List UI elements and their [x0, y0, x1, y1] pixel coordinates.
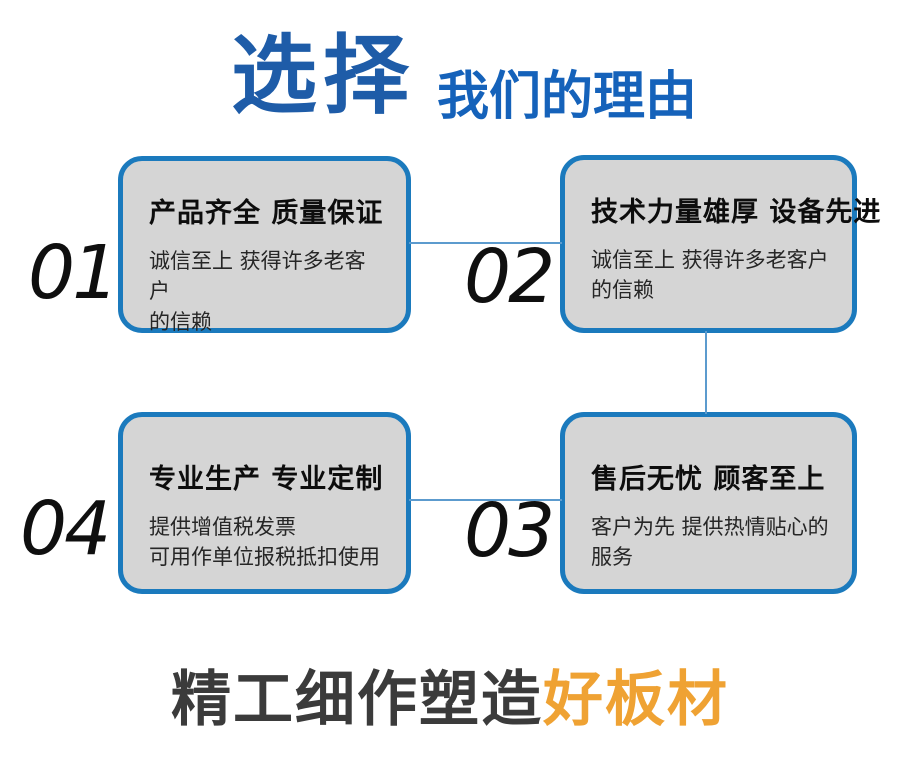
connector-line-01-02	[409, 242, 562, 244]
connector-line-02-03	[705, 331, 707, 414]
header-title-subtitle: 我们的理由	[437, 67, 698, 127]
feature-card-04: 专业生产 专业定制 提供增值税发票 可用作单位报税抵扣使用	[118, 412, 411, 594]
feature-card-02: 技术力量雄厚 设备先进 诚信至上 获得许多老客户 的信赖	[560, 155, 882, 333]
page-header: 选择 我们的理由	[231, 26, 697, 127]
header-title-main: 选择	[231, 26, 415, 127]
card-03-number: 03	[464, 488, 555, 574]
card-01-body: 诚信至上 获得许多老客户 的信赖	[149, 249, 366, 334]
feature-card-03: 售后无忧 顾客至上 客户为先 提供热情贴心的 服务	[560, 412, 857, 594]
card-02-title: 技术力量雄厚 设备先进	[591, 197, 882, 228]
card-01-number: 01	[28, 230, 119, 316]
tagline-accent-text: 好板材	[543, 665, 729, 735]
card-04-title: 专业生产 专业定制	[149, 464, 384, 495]
card-01-title: 产品齐全 质量保证	[149, 198, 384, 229]
tagline-dark-text: 精工细作塑造	[171, 665, 543, 735]
card-04-body: 提供增值税发票 可用作单位报税抵扣使用	[149, 515, 380, 570]
card-03-title: 售后无忧 顾客至上	[591, 464, 826, 495]
feature-card-01: 产品齐全 质量保证 诚信至上 获得许多老客户 的信赖	[118, 156, 411, 334]
connector-line-04-03	[409, 499, 562, 501]
card-03-body: 客户为先 提供热情贴心的 服务	[591, 515, 829, 570]
card-02-number: 02	[464, 234, 555, 320]
card-02-body: 诚信至上 获得许多老客户 的信赖	[591, 248, 829, 303]
tagline: 精工细作塑造好板材	[0, 666, 900, 735]
card-04-number: 04	[20, 486, 111, 572]
